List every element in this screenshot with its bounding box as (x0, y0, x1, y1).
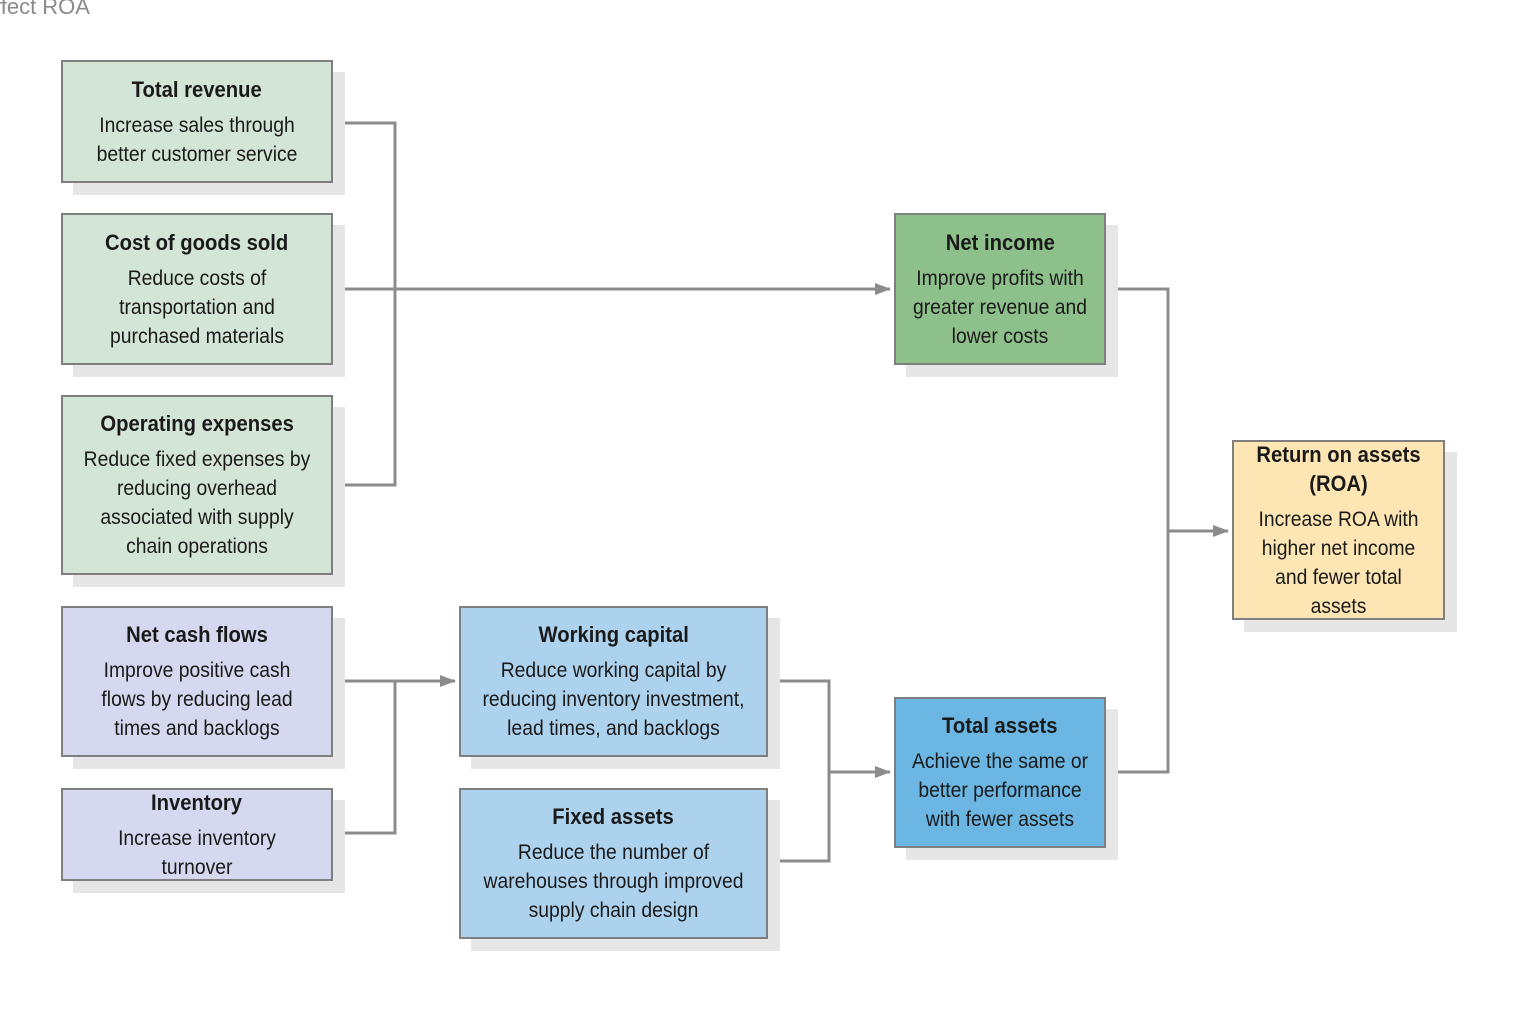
box-description: Reduce fixed expenses by reducing overhe… (83, 448, 311, 558)
box-description: Achieve the same or better performance w… (911, 750, 1089, 831)
box-description: Reduce working capital by reducing inven… (482, 659, 745, 740)
box-title: Net cash flows (126, 622, 268, 647)
box-description: Increase ROA with higher net income and … (1258, 507, 1419, 618)
box-title: Total revenue (131, 76, 263, 102)
connector-capital-assets (768, 679, 831, 863)
net-income-box: Net income Improve profits with greater … (894, 213, 1106, 365)
box-title: Operating expenses (100, 411, 294, 436)
box-title: Total assets (942, 713, 1058, 738)
connector-revenue (333, 121, 397, 487)
box-title: Fixed assets (552, 804, 675, 829)
box-description: Reduce the number of warehouses through … (483, 841, 744, 922)
box-title: Return on assets (ROA) (1256, 441, 1421, 496)
fixed-assets-box: Fixed assets Reduce the number of wareho… (459, 788, 768, 939)
operating-expenses-box: Operating expenses Reduce fixed expenses… (61, 395, 333, 575)
box-description: Reduce costs of transportation and purch… (110, 266, 284, 348)
inventory-box: Inventory Increase inventory turnover (61, 788, 333, 881)
figure-caption: ffect ROA (0, 0, 90, 19)
box-title: Net income (945, 229, 1055, 255)
working-capital-box: Working capital Reduce working capital b… (459, 606, 768, 757)
total-assets-box: Total assets Achieve the same or better … (894, 697, 1106, 848)
box-description: Increase inventory turnover (118, 826, 276, 879)
return-on-assets-box: Return on assets (ROA) Increase ROA with… (1232, 440, 1445, 620)
box-description: Improve profits with greater revenue and… (912, 266, 1087, 348)
box-title: Cost of goods sold (105, 229, 289, 255)
connector-income-assets (1106, 287, 1170, 774)
box-title: Inventory (151, 789, 243, 815)
connector-inventory (333, 681, 397, 835)
net-cash-flows-box: Net cash flows Improve positive cash flo… (61, 606, 333, 757)
box-description: Increase sales through better customer s… (96, 113, 298, 166)
total-revenue-box: Total revenue Increase sales through bet… (61, 60, 333, 183)
box-description: Improve positive cash flows by reducing … (101, 659, 293, 740)
box-title: Working capital (538, 622, 689, 647)
cost-of-goods-sold-box: Cost of goods sold Reduce costs of trans… (61, 213, 333, 365)
